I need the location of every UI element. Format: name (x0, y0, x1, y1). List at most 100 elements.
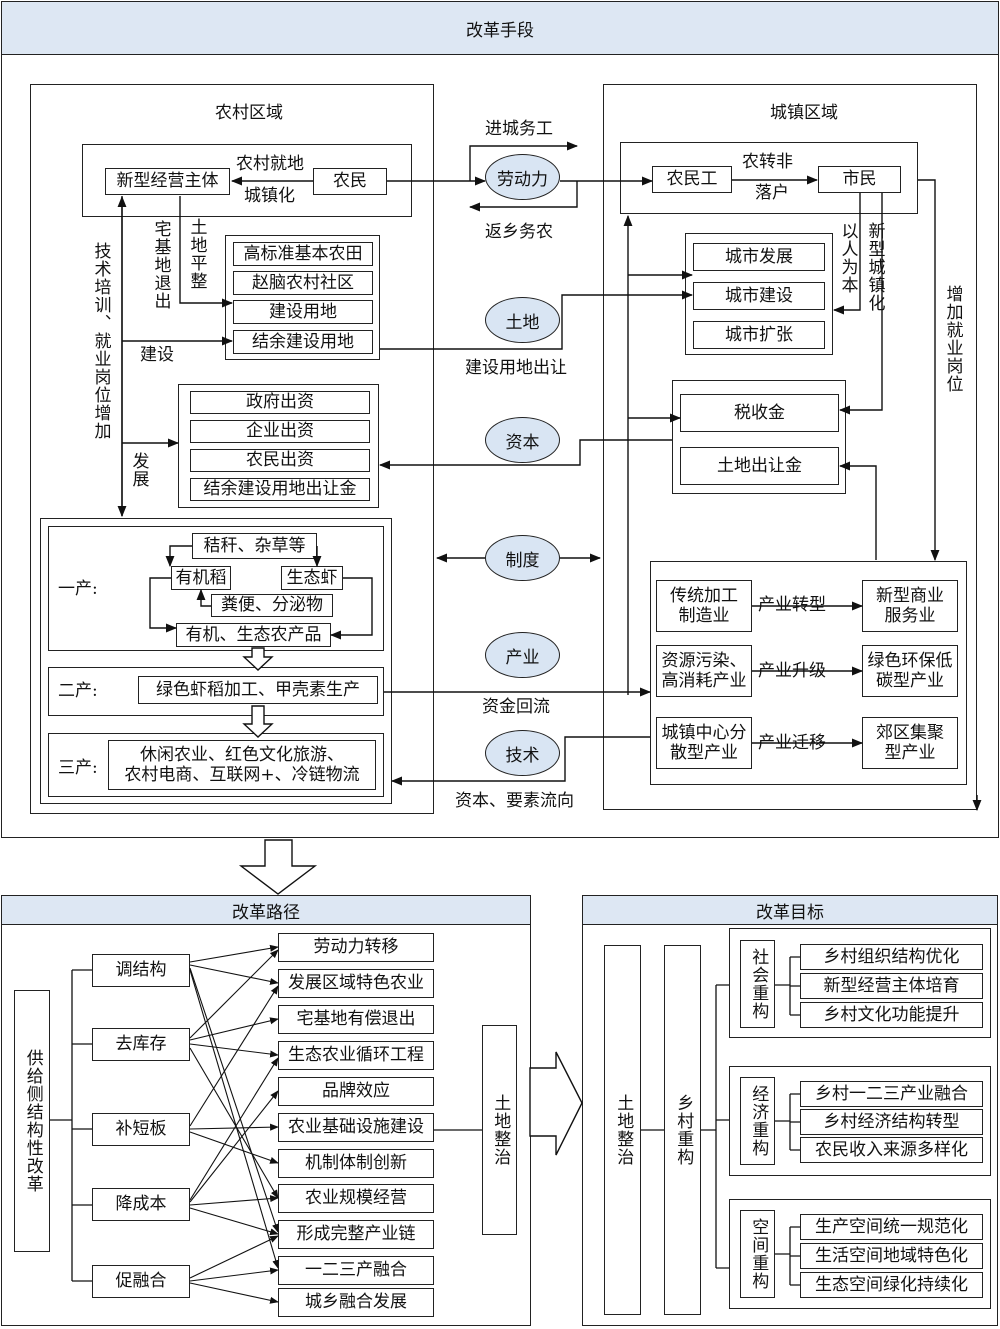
development-label: 发展 (128, 452, 149, 488)
path-consolidation-box: 土地整治 (482, 1025, 517, 1235)
nonag-label: 农转非 (742, 152, 793, 172)
return-label: 返乡务农 (485, 222, 553, 242)
finance-group (672, 380, 846, 494)
target-5: 品牌效应 (278, 1077, 434, 1106)
land-item-2: 赵脑农村社区 (233, 271, 373, 295)
eco-products-box: 有机、生态农产品 (176, 623, 331, 647)
capital-item-4: 结余建设用地出让金 (190, 478, 370, 501)
economic-item-3: 农民收入来源多样化 (800, 1137, 983, 1163)
land-item-3: 建设用地 (233, 300, 373, 324)
local-job-label: 农村就地 (236, 154, 304, 174)
urban-migration-group (620, 142, 918, 214)
action-1: 调结构 (92, 954, 190, 987)
land-item-1: 高标准基本农田 (233, 242, 373, 266)
land-transfer-label: 建设用地出让 (465, 358, 567, 378)
land-item-4: 结余建设用地 (233, 330, 373, 354)
capital-item-2: 企业出资 (190, 420, 370, 443)
to-city-label: 进城务工 (485, 119, 553, 139)
target-1: 劳动力转移 (278, 933, 434, 962)
rural-region-title: 农村区域 (215, 103, 283, 123)
social-name-box: 社会重构 (740, 940, 775, 1028)
add-jobs-label: 增加就业岗位 (942, 285, 963, 393)
manure-box: 粪便、分泌物 (211, 594, 333, 617)
spatial-name: 空间重构 (748, 1218, 769, 1290)
industry-group (40, 518, 392, 804)
spatial-name-box: 空间重构 (740, 1210, 775, 1298)
target-8: 农业规模经营 (278, 1184, 434, 1213)
ind-from-3-l1: 城镇中心分 (661, 722, 747, 743)
ind-from-2-l2: 高消耗产业 (661, 671, 747, 691)
new-entity-box: 新型经营主体 (105, 168, 230, 195)
homestead-exit-label: 宅基地退出 (150, 220, 171, 310)
primary-label: 一产: (58, 579, 98, 599)
land-fee-box: 土地出让金 (680, 447, 839, 485)
ind-to-2-l2: 碳型产业 (876, 671, 944, 691)
city-item-3: 城市扩张 (693, 321, 825, 349)
ind-to-3-l1: 郊区集聚 (876, 722, 944, 743)
straw-box: 秸秆、杂草等 (192, 533, 317, 559)
tertiary-line-1: 休闲农业、红色文化旅游、 (140, 744, 344, 765)
goal-consolidation-label: 土地整治 (613, 1094, 634, 1166)
spatial-group (729, 1199, 991, 1309)
rural-restructure-box: 乡村重构 (664, 945, 701, 1315)
city-item-1: 城市发展 (693, 243, 825, 271)
path-consolidation-label: 土地整治 (490, 1094, 511, 1166)
social-item-3: 乡村文化功能提升 (800, 1002, 983, 1028)
tertiary-industry-box (48, 733, 384, 797)
social-group (729, 928, 991, 1038)
target-6: 农业基础设施建设 (278, 1113, 434, 1142)
land-leveling-label: 土地平整 (186, 218, 207, 290)
ind-action-1: 产业转型 (758, 595, 826, 615)
secondary-label: 二产: (58, 681, 98, 701)
secondary-box: 绿色虾稻加工、甲壳素生产 (138, 676, 378, 704)
economic-group (729, 1066, 991, 1176)
target-10: 一二三产融合 (278, 1256, 434, 1285)
secondary-industry-box (48, 667, 384, 716)
ind-from-1: 传统加工制造业 (656, 580, 752, 632)
organic-rice-box: 有机稻 (171, 566, 231, 590)
settle-label: 落户 (755, 183, 789, 203)
eco-shrimp-box: 生态虾 (281, 566, 343, 590)
new-urbanization-label: 新型城镇化 (864, 222, 885, 312)
ind-to-2: 绿色环保低碳型产业 (862, 645, 958, 697)
top-to-bottom-arrow (238, 839, 318, 895)
spatial-item-1: 生产空间统一规范化 (800, 1214, 983, 1240)
fund-return-label: 资金回流 (482, 697, 550, 717)
spatial-item-3: 生态空间绿化持续化 (800, 1272, 983, 1298)
ind-from-1-l1: 传统加工 (670, 585, 738, 606)
economic-name-box: 经济重构 (740, 1077, 775, 1165)
ind-from-1-l2: 制造业 (678, 606, 730, 626)
action-2: 去库存 (92, 1028, 190, 1061)
reform-path-header: 改革路径 (1, 895, 531, 925)
social-name: 社会重构 (748, 948, 769, 1020)
labor-node: 劳动力 (485, 154, 560, 200)
social-item-1: 乡村组织结构优化 (800, 944, 983, 970)
tertiary-line-2: 农村电商、互联网+、冷链物流 (124, 765, 360, 785)
target-7: 机制体制创新 (278, 1149, 434, 1178)
capital-flow-label: 资本、要素流向 (455, 791, 574, 811)
social-item-2: 新型经营主体培育 (800, 973, 983, 999)
path-to-goal-arrow (529, 1051, 583, 1156)
ind-to-3: 郊区集聚型产业 (862, 717, 958, 769)
target-4: 生态农业循环工程 (278, 1041, 434, 1070)
city-item-2: 城市建设 (693, 282, 825, 310)
system-node: 制度 (485, 535, 560, 581)
ind-to-3-l2: 型产业 (884, 743, 936, 763)
capital-item-3: 农民出资 (190, 449, 370, 472)
ind-from-2-l1: 资源污染、 (661, 650, 747, 671)
ind-from-3-l2: 散型产业 (670, 743, 738, 763)
target-3: 宅基地有偿退出 (278, 1005, 434, 1034)
reform-means-title: 改革手段 (466, 20, 534, 41)
reform-goal-header: 改革目标 (582, 895, 998, 925)
reform-path-title: 改革路径 (232, 902, 300, 923)
action-5: 促融合 (92, 1265, 190, 1298)
tech-node: 技术 (485, 730, 560, 776)
supply-reform-label: 供给侧结构性改革 (22, 1049, 43, 1193)
ind-to-1-l1: 新型商业 (876, 585, 944, 606)
reform-goal-title: 改革目标 (756, 902, 824, 923)
economic-item-2: 乡村经济结构转型 (800, 1109, 983, 1135)
target-11: 城乡融合发展 (278, 1288, 434, 1317)
industry-node: 产业 (485, 632, 560, 678)
tech-training-label: 技术培训、就业岗位增加 (90, 242, 111, 440)
goal-consolidation-box: 土地整治 (604, 945, 641, 1315)
